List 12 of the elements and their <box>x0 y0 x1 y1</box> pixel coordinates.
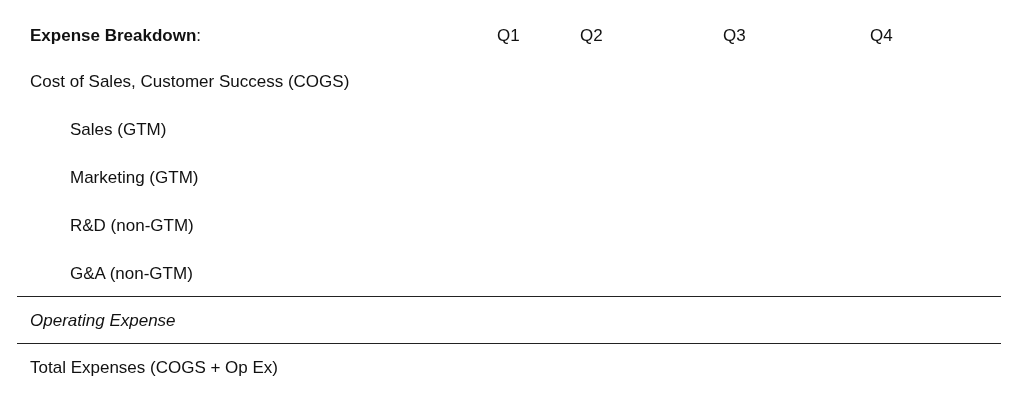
column-header: Q1 <box>497 26 520 46</box>
row-label: Sales (GTM) <box>70 120 167 140</box>
column-header: Q4 <box>870 26 893 46</box>
column-header: Q2 <box>580 26 603 46</box>
row-label: R&D (non-GTM) <box>70 216 194 236</box>
row-label: Operating Expense <box>30 311 176 331</box>
row-label: Marketing (GTM) <box>70 168 199 188</box>
row-label: G&A (non-GTM) <box>70 264 193 284</box>
column-header: Q3 <box>723 26 746 46</box>
row-label: Cost of Sales, Customer Success (COGS) <box>30 72 350 92</box>
table-title: Expense Breakdown: <box>30 26 201 46</box>
row-label: Total Expenses (COGS + Op Ex) <box>30 358 278 378</box>
